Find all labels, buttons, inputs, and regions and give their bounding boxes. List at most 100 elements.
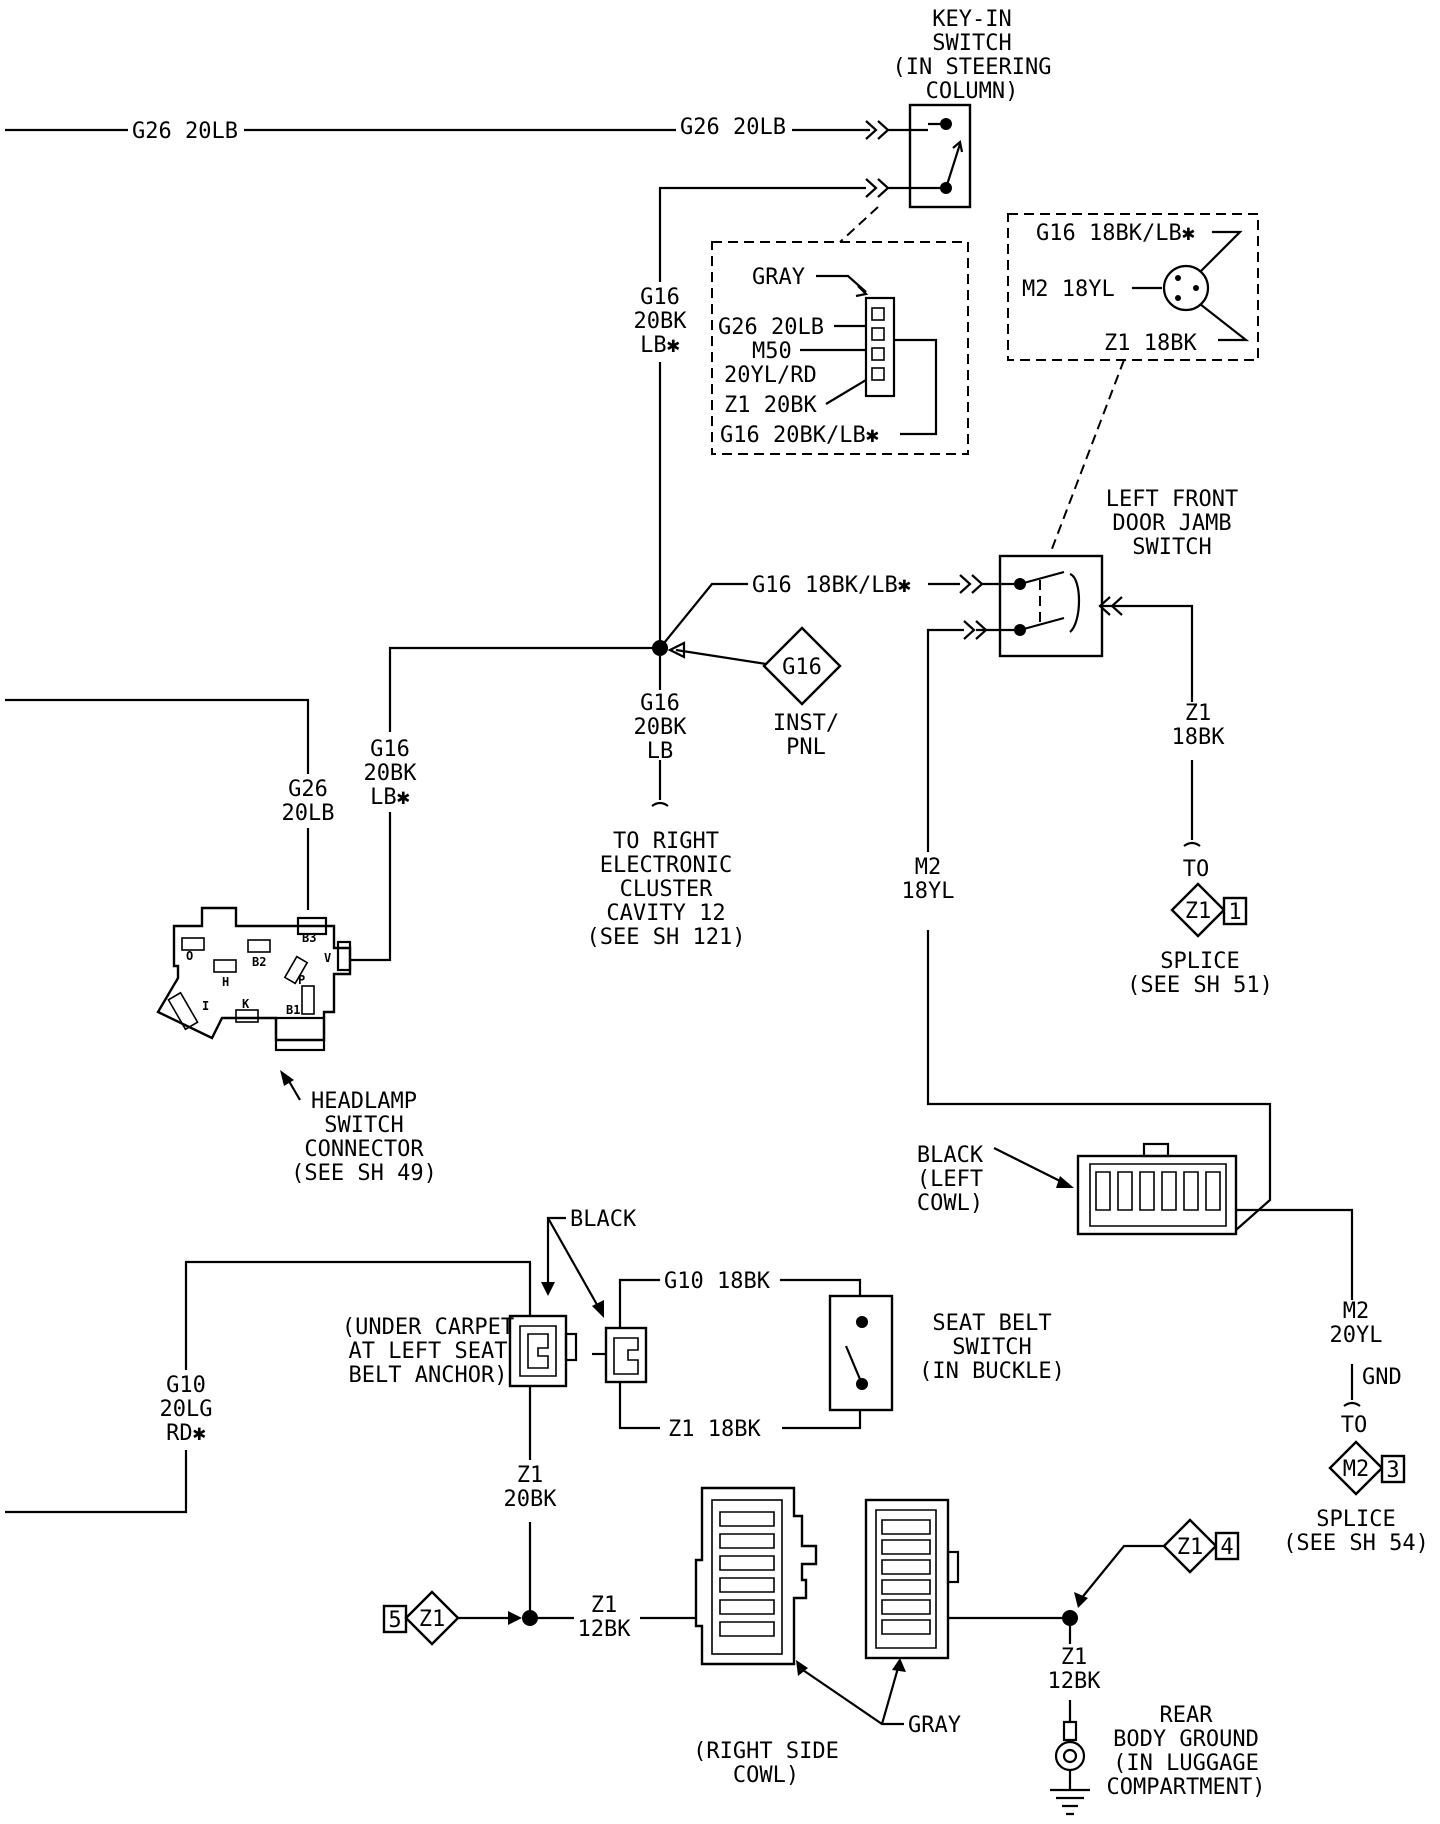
g10-18bk-label: G10 18BK <box>664 1269 771 1294</box>
g16-connector-chevrons <box>865 178 890 198</box>
rear-ground-2: BODY GROUND <box>1113 1727 1259 1752</box>
g26-top-left-label: G26 20LB <box>132 119 238 144</box>
seat-belt-cap-2: SWITCH <box>952 1335 1031 1360</box>
splice-z1-4-wire <box>1079 1544 1166 1601</box>
m2-18yl-2: 18YL <box>902 879 955 904</box>
z1-18bk-wire <box>1102 604 1194 840</box>
splice-z1-5: 5 Z1 <box>382 1590 460 1646</box>
headlamp-lower-tab <box>274 1016 326 1052</box>
right-side-cowl-2: COWL) <box>733 1763 799 1788</box>
splice-z1-5-diamond <box>404 1590 460 1646</box>
right-cowl-b-cavities <box>881 1519 931 1635</box>
headlamp-pin-o <box>181 937 205 951</box>
door-conn-g16: G16 18BK/LB✱ <box>1036 221 1195 246</box>
gray-pointer-a-head <box>796 1660 808 1676</box>
g16-door-wire-a <box>659 582 748 649</box>
m2-20yl-2: 20YL <box>1330 1323 1383 1348</box>
to-label-2: TO <box>1341 1413 1368 1438</box>
g16-vert-2: 20BK <box>634 309 688 334</box>
seat-belt-cap-1: SEAT BELT <box>932 1311 1051 1336</box>
door-switch-arms <box>1019 570 1065 632</box>
g10-20lg-wire <box>5 1260 532 1514</box>
headlamp-cap-1: HEADLAMP <box>311 1089 417 1114</box>
key-in-switch: KEY-IN SWITCH (IN STEERING COLUMN) <box>893 7 1052 209</box>
g26-top-right-label: G26 20LB <box>680 115 786 140</box>
door-conn-z1: Z1 18BK <box>1104 331 1197 356</box>
m2-18yl-wire <box>926 628 1272 1231</box>
headlamp-v-box <box>336 940 352 972</box>
rear-ground-4: COMPARTMENT) <box>1107 1775 1266 1800</box>
key-conn-z1-wire <box>825 379 867 405</box>
key-in-switch-body <box>908 103 972 209</box>
black-pointer-a-head <box>541 1282 555 1296</box>
splice-z1-5-num: 5 <box>388 1608 401 1633</box>
right-cowl-a-cavities <box>719 1511 775 1637</box>
g16-left-2: 20BK <box>364 761 418 786</box>
splice-z1-4-box <box>1214 1531 1240 1561</box>
pin-b3-label: B3 <box>302 931 316 945</box>
pin-p-label: P <box>298 973 305 987</box>
key-in-contact-top <box>940 118 952 130</box>
headlamp-b3-box <box>296 916 328 936</box>
door-switch-title-1: LEFT FRONT <box>1106 487 1238 512</box>
splice-m2-3-box <box>1380 1454 1406 1484</box>
splice-z1-4: Z1 4 <box>1162 1518 1240 1574</box>
door-switch-title-3: SWITCH <box>1132 535 1211 560</box>
z1-18bk-1: Z1 <box>1185 701 1212 726</box>
g16-headlamp-label: G16 20BK LB✱ <box>360 732 422 812</box>
right-cowl-b-housing <box>864 1498 950 1660</box>
g26-vert-2: 20LB <box>282 801 335 826</box>
cluster-1: TO RIGHT <box>613 829 719 854</box>
g26-headlamp-label: G26 20LB <box>276 774 340 828</box>
m2-20yl-1: M2 <box>1343 1299 1370 1324</box>
g16-vert-3: LB✱ <box>640 333 680 358</box>
g16-ground-arrowhead <box>667 641 686 659</box>
ground-ring-inner <box>1062 1748 1078 1764</box>
left-cowl-pointer <box>993 1147 1067 1185</box>
g16-ground-diamond <box>762 626 842 706</box>
door-conn-wires <box>1132 230 1250 342</box>
key-conn-cavity-3 <box>871 347 885 361</box>
g16-down-1: G16 <box>640 691 680 716</box>
splice-z1-4-arrowhead <box>1074 1592 1088 1608</box>
splice-z1-1-cap-2: (SEE SH 51) <box>1127 973 1273 998</box>
z1-door-chevrons <box>1098 596 1123 616</box>
gray-pointer-b-head <box>892 1658 906 1672</box>
headlamp-pin-b1 <box>301 985 315 1015</box>
splice-z1-1-diamond <box>1170 882 1226 938</box>
left-cowl-cap-2: (LEFT <box>917 1167 983 1192</box>
ground-ring <box>1054 1740 1086 1772</box>
left-cowl-cap-3: COWL) <box>917 1191 983 1216</box>
key-in-title-3: (IN STEERING <box>893 55 1052 80</box>
pin-k-label: K <box>242 997 250 1011</box>
pin-h-label: H <box>222 975 229 989</box>
g10-vert-1: G10 <box>166 1373 206 1398</box>
ground-lug <box>1062 1720 1078 1742</box>
under-carpet-3: BELT ANCHOR) <box>349 1363 508 1388</box>
key-conn-gray-arrowhead <box>855 285 869 298</box>
key-conn-g16: G16 20BK/LB✱ <box>720 423 879 448</box>
pin-i-label: I <box>202 999 209 1013</box>
ground-bars <box>1050 1770 1090 1816</box>
key-in-title-4: COLUMN) <box>926 79 1019 104</box>
gnd-label: GND <box>1362 1365 1402 1390</box>
key-conn-g26: G26 20LB <box>718 315 824 340</box>
splice-m2-3: M2 3 <box>1328 1440 1406 1496</box>
z1-12bk-right-1: Z1 <box>1061 1645 1088 1670</box>
g10-20lg-label: G10 20LG RD✱ <box>152 1370 224 1450</box>
door-conn-pin-3 <box>1175 295 1181 301</box>
cluster-5: (SEE SH 121) <box>587 925 746 950</box>
door-conn-detail: G16 18BK/LB✱ M2 18YL Z1 18BK <box>1022 221 1250 356</box>
key-conn-gray-arrow <box>816 274 867 293</box>
rear-ground-1: REAR <box>1160 1703 1214 1728</box>
left-cowl-inner <box>1089 1163 1227 1227</box>
seat-belt-contact-top <box>856 1316 868 1328</box>
splice-m2-3-diamond <box>1328 1440 1384 1496</box>
z1-20bk-2: 20BK <box>504 1487 558 1512</box>
key-conn-cavity-2 <box>871 327 885 341</box>
inst-pnl-1: INST/ <box>773 711 839 736</box>
g16-down-3: LB <box>647 739 674 764</box>
z1-18bk-2: 18BK <box>1172 725 1226 750</box>
seat-belt-switch-body <box>828 1294 894 1412</box>
